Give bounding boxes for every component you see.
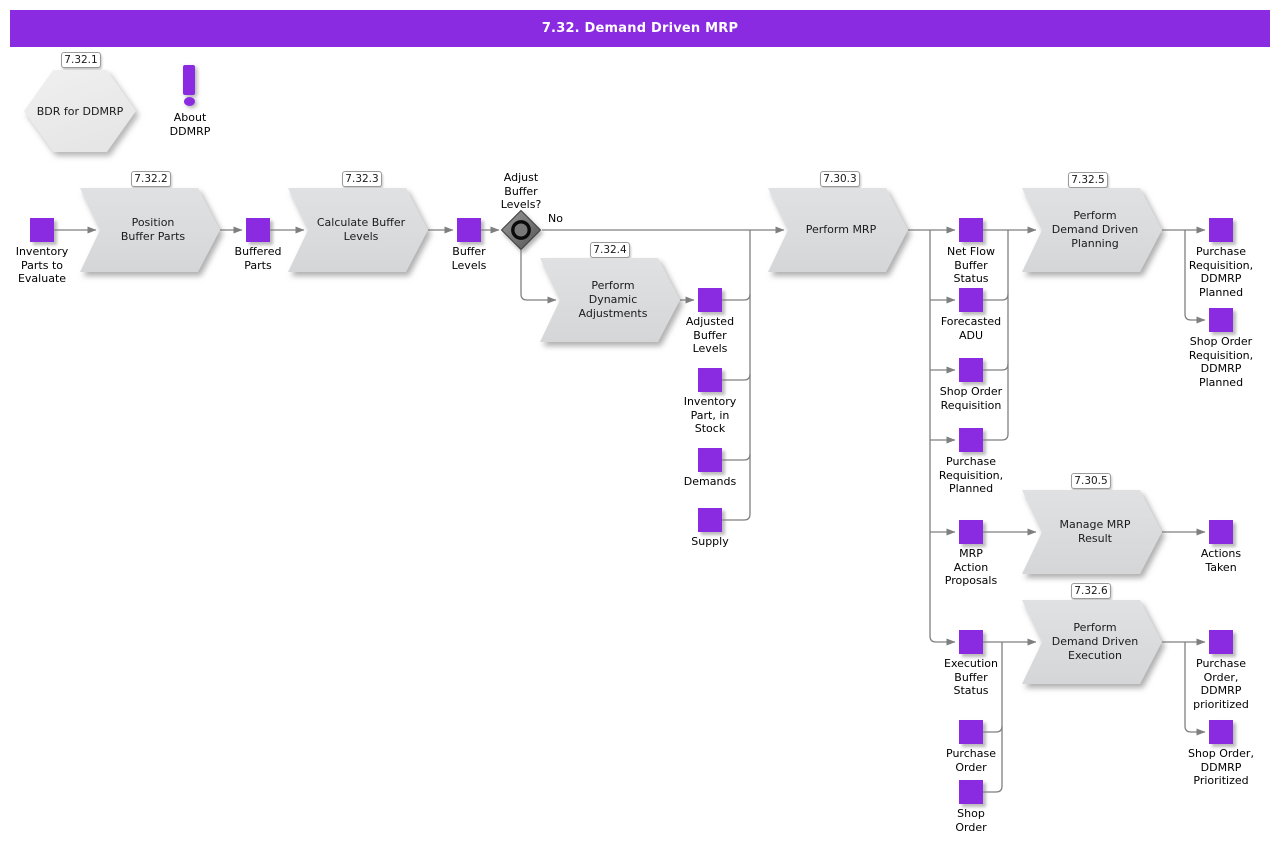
process-perform-demand-driven-execution[interactable]: Perform Demand Driven Execution — [1022, 600, 1162, 684]
gateway-question-label: Adjust Buffer Levels? — [500, 171, 542, 211]
badge-perform-mrp: 7.30.3 — [820, 171, 860, 187]
label-shop-order-requisition: Shop Order Requisition — [939, 385, 1003, 412]
label-purchase-order-ddmrp-prioritized: Purchase Order, DDMRP prioritized — [1193, 657, 1249, 711]
label-purchase-requisition-planned: Purchase Requisition, Planned — [938, 455, 1004, 495]
data-object-shop-order-requisition[interactable] — [959, 358, 983, 382]
label-forecasted-adu: Forecasted ADU — [940, 315, 1002, 342]
data-object-forecasted-adu[interactable] — [959, 288, 983, 312]
label-shop-order-ddmrp-prioritized: Shop Order, DDMRP Prioritized — [1188, 747, 1254, 787]
label-purchase-requisition-ddmrp-planned: Purchase Requisition, DDMRP Planned — [1188, 245, 1254, 299]
exclamation-dot — [183, 97, 195, 106]
badge-position-buffer-parts: 7.32.2 — [131, 171, 171, 187]
label-buffered-parts: Buffered Parts — [234, 245, 282, 272]
data-object-net-flow-buffer-status[interactable] — [959, 218, 983, 242]
badge-perform-demand-driven-planning: 7.32.5 — [1068, 172, 1108, 188]
process-perform-demand-driven-planning[interactable]: Perform Demand Driven Planning — [1022, 188, 1162, 272]
badge-manage-mrp-result: 7.30.5 — [1071, 473, 1111, 489]
data-object-shop-order-requisition-ddmrp-planned[interactable] — [1209, 308, 1233, 332]
label-inventory-parts-to-evaluate: Inventory Parts to Evaluate — [15, 245, 69, 285]
process-perform-mrp[interactable]: Perform MRP — [768, 188, 908, 272]
label-supply: Supply — [691, 535, 729, 548]
data-object-purchase-requisition-planned[interactable] — [959, 428, 983, 452]
data-object-purchase-requisition-ddmrp-planned[interactable] — [1209, 218, 1233, 242]
label-mrp-action-proposals: MRP Action Proposals — [944, 547, 998, 587]
label-adjusted-buffer-levels: Adjusted Buffer Levels — [685, 315, 735, 355]
start-node-bdr-for-ddmrp[interactable]: BDR for DDMRP — [24, 70, 136, 152]
exclamation-icon[interactable] — [182, 64, 198, 108]
label-buffer-levels: Buffer Levels — [451, 245, 487, 272]
data-object-inventory-part-in-stock[interactable] — [698, 368, 722, 392]
data-object-purchase-order[interactable] — [959, 720, 983, 744]
data-object-execution-buffer-status[interactable] — [959, 630, 983, 654]
process-calculate-buffer-levels[interactable]: Calculate Buffer Levels — [288, 188, 428, 272]
data-object-demands[interactable] — [698, 448, 722, 472]
label-purchase-order: Purchase Order — [946, 747, 996, 774]
about-ddmrp-label: About DDMRP — [169, 111, 211, 138]
label-shop-order: Shop Order — [955, 807, 987, 834]
hexagon-shape: BDR for DDMRP — [24, 70, 136, 152]
process-manage-mrp-result[interactable]: Manage MRP Result — [1022, 490, 1162, 574]
decision-gateway-icon — [500, 209, 542, 251]
start-node-label: BDR for DDMRP — [36, 104, 124, 118]
exclamation-bar — [183, 65, 195, 95]
badge-bdr-for-ddmrp: 7.32.1 — [61, 52, 101, 68]
data-object-adjusted-buffer-levels[interactable] — [698, 288, 722, 312]
data-object-inventory-parts-to-evaluate[interactable] — [30, 218, 54, 242]
process-perform-dynamic-adjustments[interactable]: Perform Dynamic Adjustments — [540, 258, 680, 342]
label-actions-taken: Actions Taken — [1200, 547, 1242, 574]
label-execution-buffer-status: Execution Buffer Status — [944, 657, 998, 697]
gateway-no-label: No — [548, 212, 563, 225]
badge-calculate-buffer-levels: 7.32.3 — [342, 171, 382, 187]
data-object-buffered-parts[interactable] — [246, 218, 270, 242]
data-object-buffer-levels[interactable] — [457, 218, 481, 242]
label-shop-order-requisition-ddmrp-planned: Shop Order Requisition, DDMRP Planned — [1188, 335, 1254, 389]
label-inventory-part-in-stock: Inventory Part, in Stock — [683, 395, 737, 435]
data-object-actions-taken[interactable] — [1209, 520, 1233, 544]
badge-perform-dynamic-adjustments: 7.32.4 — [590, 242, 630, 258]
process-position-buffer-parts[interactable]: Position Buffer Parts — [80, 188, 220, 272]
badge-perform-demand-driven-execution: 7.32.6 — [1071, 583, 1111, 599]
data-object-purchase-order-ddmrp-prioritized[interactable] — [1209, 630, 1233, 654]
label-demands: Demands — [683, 475, 737, 488]
diagram-title-bar: 7.32. Demand Driven MRP — [10, 10, 1270, 47]
page-title: 7.32. Demand Driven MRP — [541, 21, 739, 36]
label-net-flow-buffer-status: Net Flow Buffer Status — [947, 245, 995, 285]
data-object-shop-order-ddmrp-prioritized[interactable] — [1209, 720, 1233, 744]
data-object-supply[interactable] — [698, 508, 722, 532]
data-object-shop-order[interactable] — [959, 780, 983, 804]
data-object-mrp-action-proposals[interactable] — [959, 520, 983, 544]
